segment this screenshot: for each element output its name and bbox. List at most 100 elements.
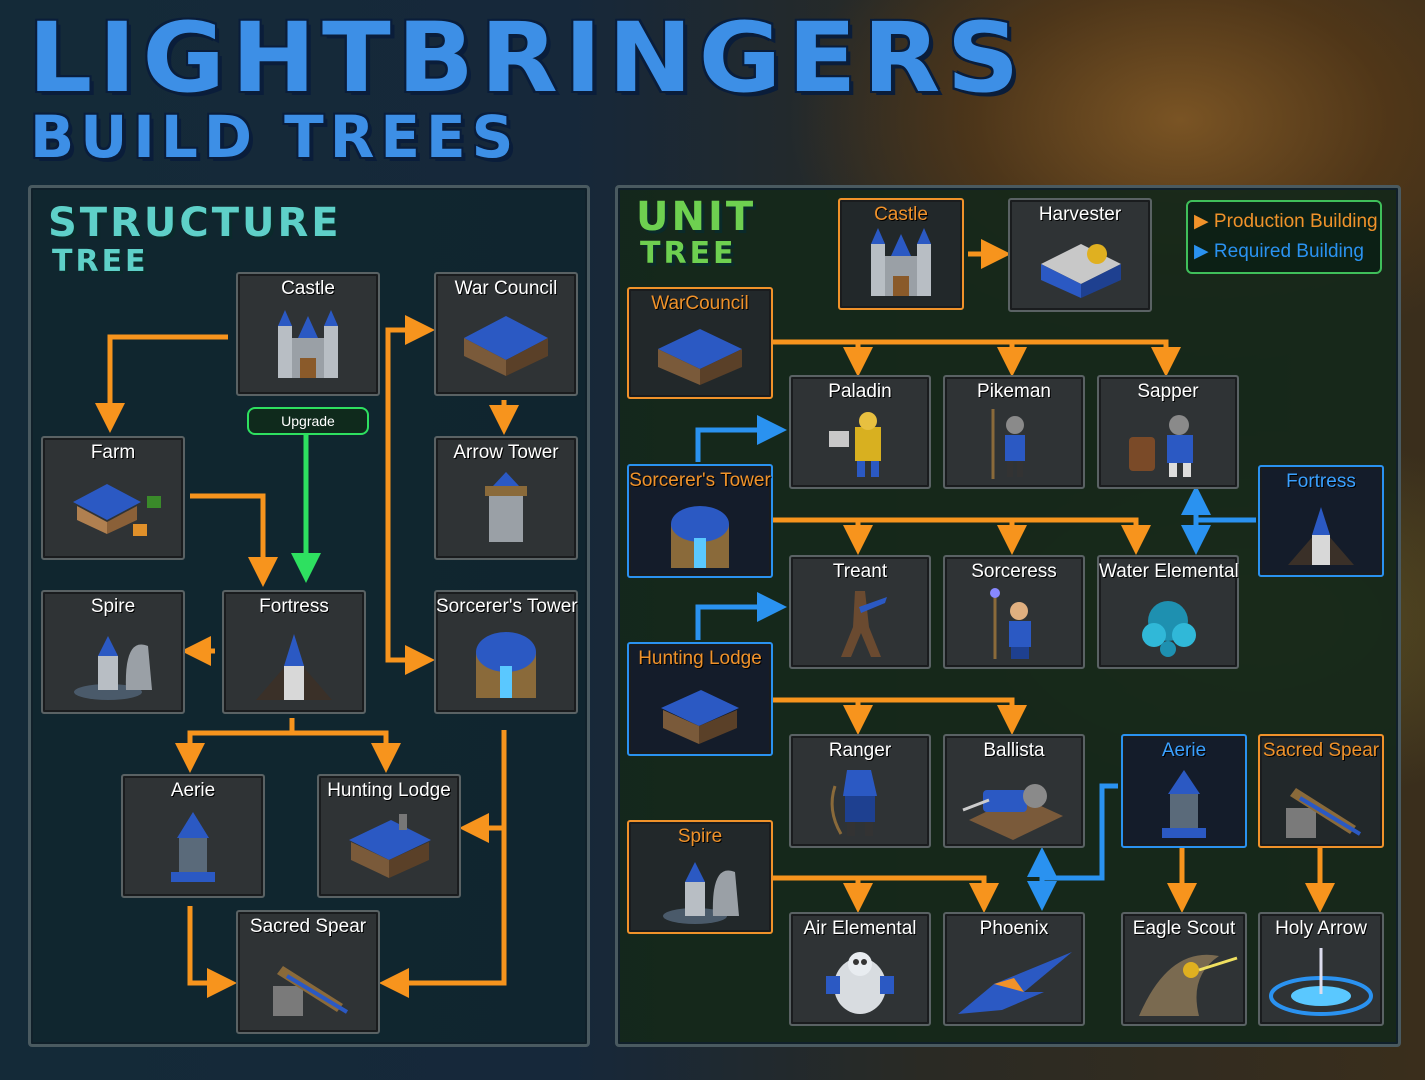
unit-tree-title: UNIT (636, 194, 757, 240)
sacred-spear-icon (273, 966, 349, 1016)
game-title: LIGHTBRINGERS (28, 2, 1026, 114)
structure-card-hunting-lodge[interactable]: Hunting Lodge (317, 774, 461, 898)
harvester-icon (1041, 244, 1121, 298)
card-label: Castle (874, 204, 928, 225)
arrow-castle-warcouncil (385, 315, 435, 370)
unit-card-harvester[interactable]: Harvester (1008, 198, 1152, 312)
page-subtitle: BUILD TREES (30, 103, 520, 171)
unit-card-sacred-spear[interactable]: Sacred Spear (1258, 734, 1384, 848)
arrow-farm-fortress (190, 493, 278, 587)
card-label: Paladin (828, 381, 892, 402)
castle-icon (278, 310, 338, 378)
structure-card-sacred-spear[interactable]: Sacred Spear (236, 910, 380, 1034)
arrow-fortress-huntinglodge (292, 730, 401, 773)
unit-card-water-elemental[interactable]: Water Elemental (1097, 555, 1239, 669)
war-council-icon (658, 329, 742, 385)
card-label: Harvester (1038, 204, 1122, 225)
arrow-sorcerertower-sacredspear (379, 828, 507, 998)
unit-card-ranger[interactable]: Ranger (789, 734, 931, 848)
card-label: War Council (454, 278, 558, 299)
card-label: Ranger (828, 740, 892, 761)
structure-card-war-council[interactable]: War Council (434, 272, 578, 396)
card-label: Water Elemental (1099, 561, 1239, 582)
structure-card-farm[interactable]: Farm (41, 436, 185, 560)
ballista-icon (962, 784, 1063, 840)
sapper-icon (1129, 415, 1193, 477)
unit-card-eagle-scout[interactable]: Eagle Scout (1121, 912, 1247, 1026)
structure-card-fortress[interactable]: Fortress (222, 590, 366, 714)
unit-card-sorcerers-tower[interactable]: Sorcerer's Tower (627, 464, 773, 578)
arrow-huntinglodge-treant-req (695, 592, 787, 640)
arrow-sorcerertower-huntinglodge (459, 730, 507, 843)
unit-card-holy-arrow[interactable]: Holy Arrow (1258, 912, 1384, 1026)
unit-card-sorceress[interactable]: Sorceress (943, 555, 1085, 669)
card-label: Hunting Lodge (327, 780, 451, 801)
structure-card-sorcerers-tower[interactable]: Sorcerer's Tower (434, 590, 578, 714)
unit-card-warcouncil[interactable]: WarCouncil (627, 287, 773, 399)
structure-card-aerie[interactable]: Aerie (121, 774, 265, 898)
card-label: Sorcerer's Tower (629, 470, 771, 491)
arrow-fortress-aerie (175, 718, 295, 773)
unit-card-treant[interactable]: Treant (789, 555, 931, 669)
fortress-icon (1288, 507, 1354, 565)
unit-card-phoenix[interactable]: Phoenix (943, 912, 1085, 1026)
hunting-lodge-icon (661, 690, 739, 744)
water-elemental-icon (1142, 601, 1196, 657)
arrow-huntinglodge-units (772, 697, 1027, 735)
card-label: Ballista (983, 740, 1045, 761)
unit-card-aerie[interactable]: Aerie (1121, 734, 1247, 848)
unit-card-spire[interactable]: Spire (627, 820, 773, 934)
phoenix-icon (958, 952, 1072, 1014)
unit-card-paladin[interactable]: Paladin (789, 375, 931, 489)
card-label: Sorcerer's Tower (436, 596, 578, 617)
structure-card-spire[interactable]: Spire (41, 590, 185, 714)
legend-production-label: Production Building (1213, 211, 1378, 232)
structure-card-arrow-tower[interactable]: Arrow Tower (434, 436, 578, 560)
card-label: Treant (832, 561, 888, 582)
orange-triangle-icon: ▶ (1194, 211, 1209, 232)
card-label: Fortress (1286, 471, 1356, 492)
unit-tree-subtitle: TREE (640, 236, 737, 271)
pikeman-icon (991, 409, 1025, 479)
spire-icon (663, 862, 739, 924)
structure-card-castle[interactable]: Castle (236, 272, 380, 396)
card-label: Air Elemental (803, 918, 917, 939)
arrow-sorcerertower-units (772, 517, 1151, 555)
legend: ▶ Production Building ▶ Required Buildin… (1186, 200, 1382, 274)
card-label: Spire (90, 596, 136, 617)
card-label: Farm (90, 442, 136, 463)
card-label: WarCouncil (651, 293, 749, 314)
farm-icon (73, 484, 161, 536)
card-label: Castle (281, 278, 335, 299)
unit-card-castle[interactable]: Castle (838, 198, 964, 310)
unit-card-sapper[interactable]: Sapper (1097, 375, 1239, 489)
card-label: Sacred Spear (249, 916, 367, 937)
fortress-icon (256, 634, 332, 700)
card-label: Sapper (1137, 381, 1199, 402)
war-council-icon (464, 316, 548, 376)
unit-card-air-elemental[interactable]: Air Elemental (789, 912, 931, 1026)
castle-icon (871, 228, 931, 296)
card-label: Holy Arrow (1275, 918, 1367, 939)
card-label: Aerie (170, 780, 216, 801)
eagle-scout-icon (1139, 954, 1238, 1016)
blue-triangle-icon: ▶ (1194, 241, 1209, 262)
unit-card-ballista[interactable]: Ballista (943, 734, 1085, 848)
sorcerers-tower-icon (671, 506, 729, 568)
paladin-icon (829, 412, 881, 477)
legend-production: ▶ Production Building (1194, 210, 1378, 233)
upgrade-badge: Upgrade (247, 407, 369, 435)
card-label: Spire (677, 826, 723, 847)
unit-card-pikeman[interactable]: Pikeman (943, 375, 1085, 489)
card-label: Eagle Scout (1132, 918, 1236, 939)
sacred-spear-icon (1286, 788, 1362, 838)
card-label: Sacred Spear (1262, 740, 1380, 761)
treant-icon (841, 591, 887, 657)
unit-card-fortress[interactable]: Fortress (1258, 465, 1384, 577)
arrow-aerie-phoenix-req (1042, 783, 1118, 881)
structure-tree-title: STRUCTURE (48, 200, 342, 246)
unit-card-hunting-lodge[interactable]: Hunting Lodge (627, 642, 773, 756)
air-elemental-icon (826, 952, 894, 1014)
arrow-warcouncil-units (772, 339, 1181, 377)
